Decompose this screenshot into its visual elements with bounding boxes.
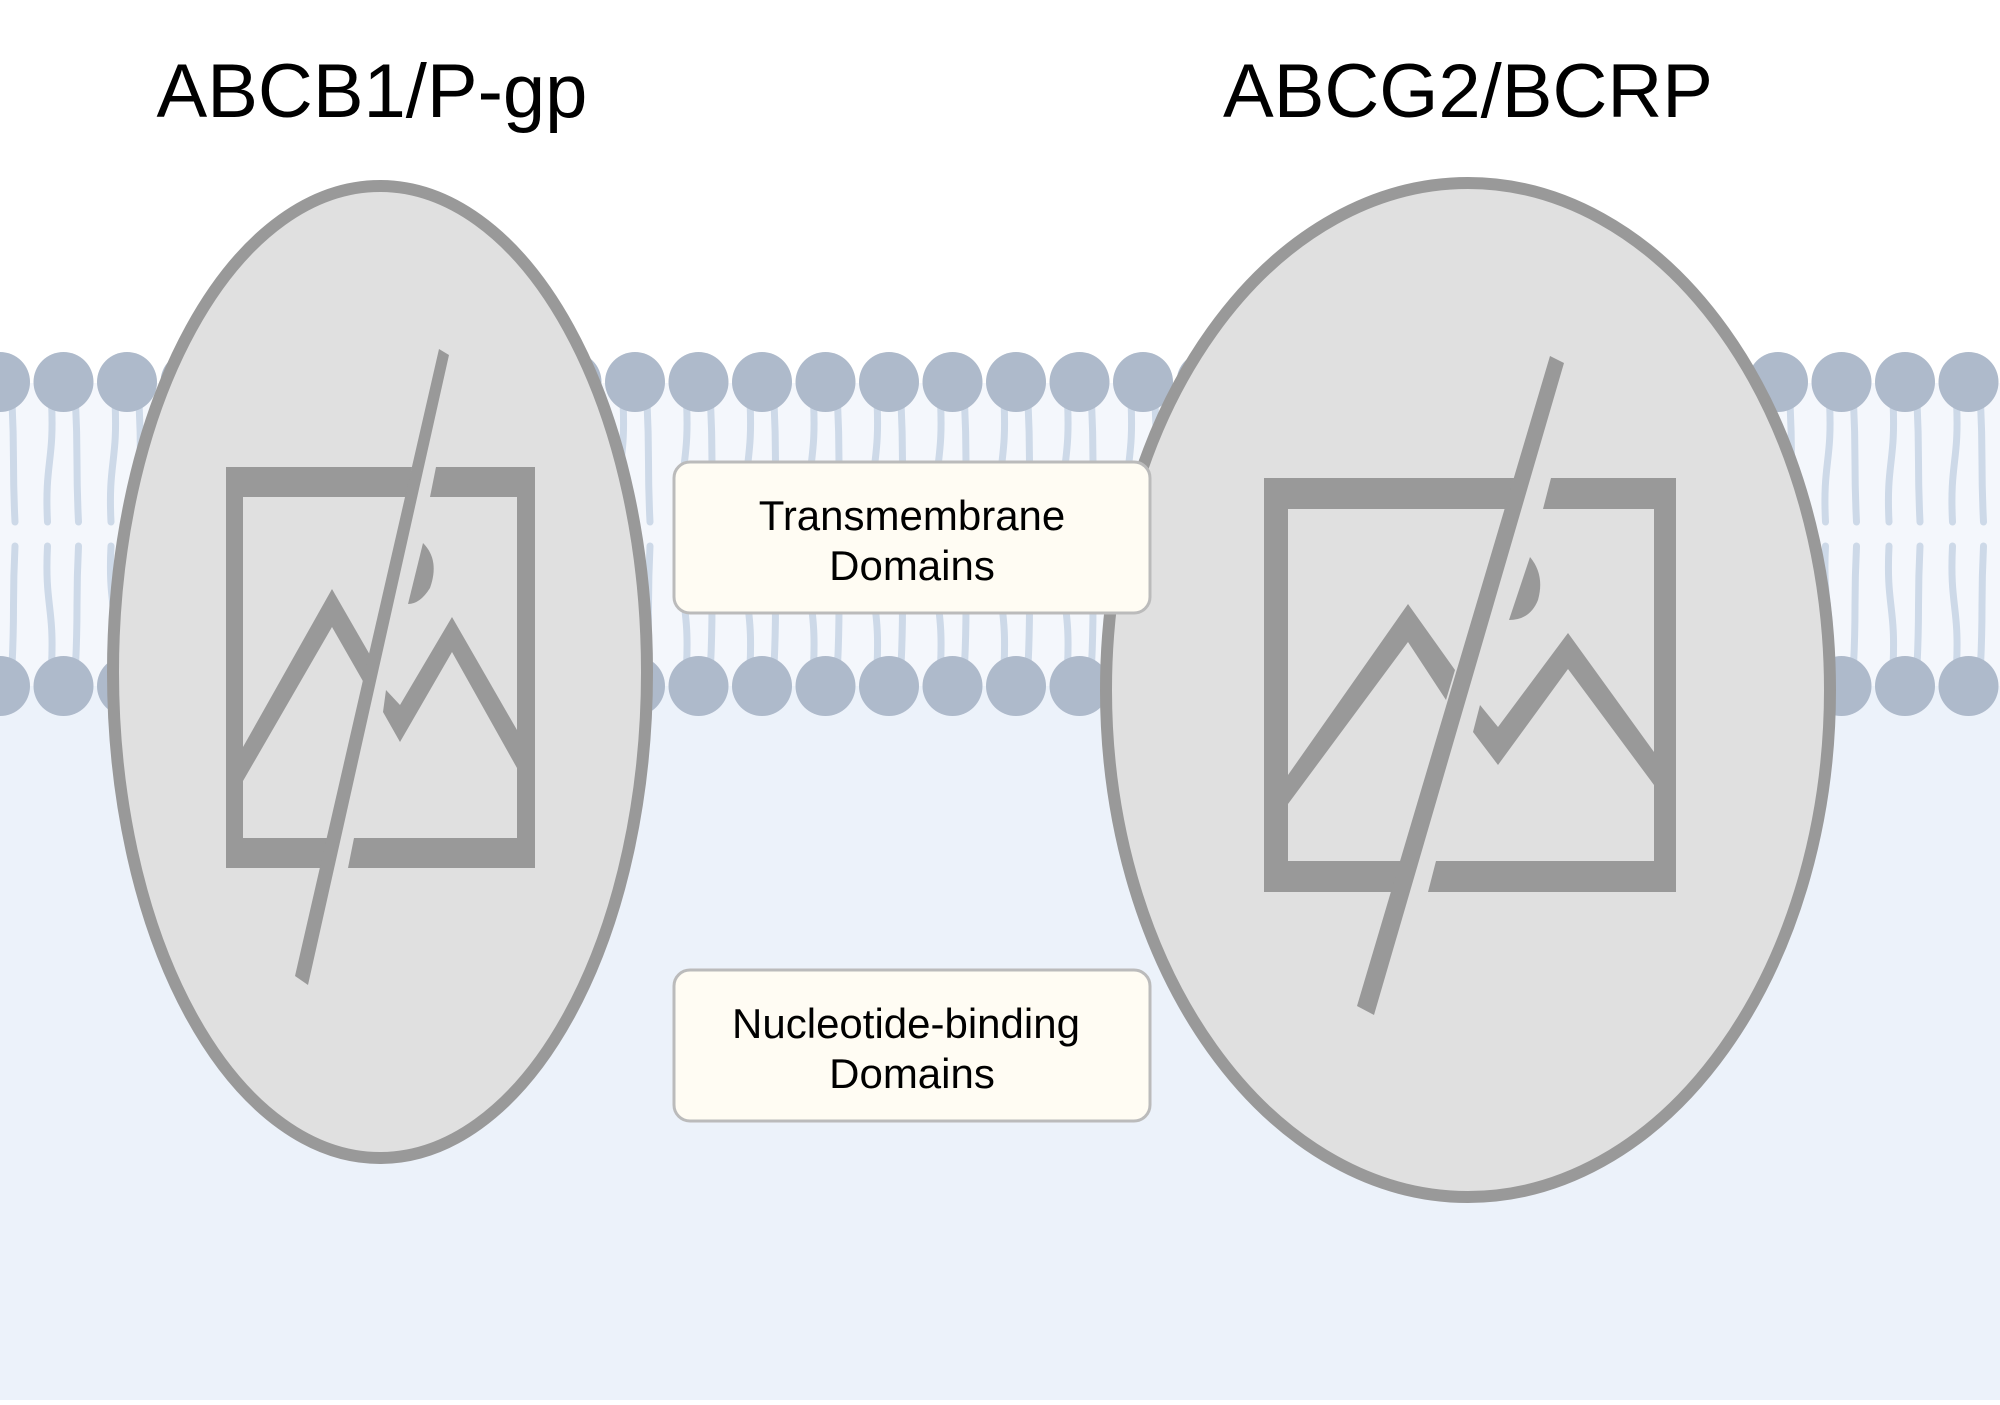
- lipid-tail: [1884, 398, 1898, 526]
- lipid-head-outer: [1049, 352, 1110, 412]
- lipid-head-outer: [986, 352, 1046, 412]
- lipid-head-inner: [795, 656, 856, 716]
- lipid-head-outer: [922, 352, 983, 412]
- lipid-tail: [1977, 398, 1987, 526]
- lipid-tail: [72, 398, 82, 526]
- lipid-head-inner: [1049, 656, 1110, 716]
- lipid-tail: [8, 542, 19, 670]
- lipid-head-outer: [1113, 352, 1173, 412]
- lipid-head-outer: [859, 352, 919, 412]
- callout-nucleotide-line1: Nucleotide-binding: [732, 1000, 1080, 1047]
- lipid-head-inner: [859, 656, 919, 716]
- transporter-abcg2: [1100, 177, 1836, 1203]
- lipid-head-inner: [33, 656, 94, 716]
- lipid-head-outer: [668, 352, 729, 412]
- lipid-head-inner: [986, 656, 1046, 716]
- callout-transmembrane-line2: Domains: [829, 542, 995, 589]
- lipid-head-outer: [795, 352, 856, 412]
- lipid-head-outer: [1811, 352, 1872, 412]
- transporter-title-abcg2: ABCG2/BCRP: [1223, 49, 1713, 134]
- lipid-tail: [1913, 398, 1924, 526]
- lipid-head-inner: [0, 656, 30, 716]
- lipid-tail: [1948, 542, 1961, 670]
- lipid-tail: [1850, 398, 1860, 526]
- lipid-tail: [1913, 542, 1924, 670]
- callout-transmembrane-line1: Transmembrane: [759, 492, 1066, 539]
- lipid-tail: [1850, 542, 1860, 670]
- lipid-tail: [1977, 542, 1987, 670]
- lipid-tail: [643, 398, 654, 526]
- lipid-head-inner: [1875, 656, 1935, 716]
- lipid-tail: [8, 398, 19, 526]
- lipid-head-inner: [922, 656, 983, 716]
- transporter-title-abcb1: ABCB1/P-gp: [157, 49, 588, 134]
- lipid-tail: [1821, 398, 1834, 526]
- callout-nucleotide-binding-domains: Nucleotide-binding Domains: [672, 968, 1152, 1123]
- lipid-tail: [43, 398, 56, 526]
- abcb1-protein-body: [107, 180, 653, 1164]
- lipid-tail: [106, 398, 120, 526]
- broken-image-icon: [226, 349, 535, 985]
- lipid-head-outer: [33, 352, 94, 412]
- lipid-head-inner: [668, 656, 729, 716]
- callout-transmembrane-domains: Transmembrane Domains: [672, 460, 1152, 615]
- lipid-head-outer: [97, 352, 157, 412]
- lipid-tail: [1948, 398, 1961, 526]
- lipid-tail: [43, 542, 56, 670]
- lipid-head-inner: [732, 656, 792, 716]
- transporter-abcb1: [107, 180, 653, 1164]
- lipid-head-outer: [1938, 352, 1999, 412]
- lipid-head-outer: [1875, 352, 1935, 412]
- lipid-tail: [72, 542, 82, 670]
- callout-nucleotide-line2: Domains: [829, 1050, 995, 1097]
- lipid-tail: [1884, 542, 1898, 670]
- broken-image-icon: [1264, 356, 1676, 1015]
- lipid-head-inner: [1938, 656, 1999, 716]
- lipid-head-outer: [605, 352, 665, 412]
- lipid-head-outer: [732, 352, 792, 412]
- lipid-head-outer: [0, 352, 30, 412]
